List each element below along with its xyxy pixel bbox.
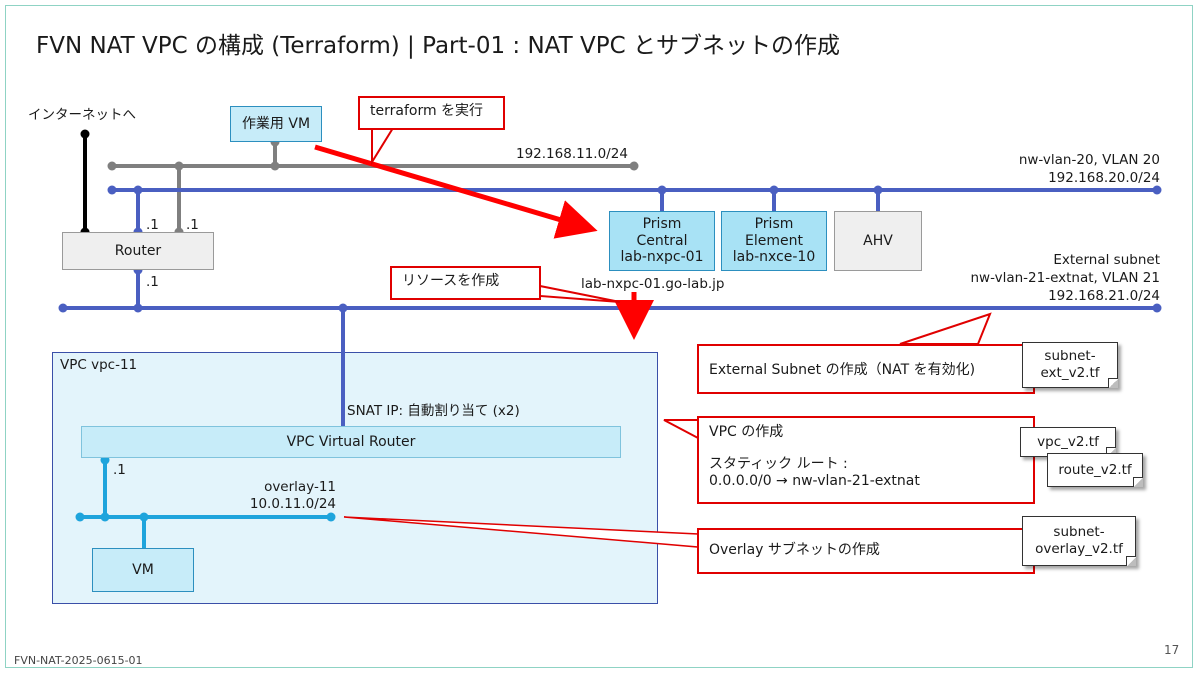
router-if-label: .1 [186,217,199,233]
footer-id: FVN-NAT-2025-0615-01 [14,654,143,667]
file-subnet-ext-line1: subnet- [1044,348,1096,365]
vpc-name-label: VPC vpc-11 [60,357,138,373]
prism-element-box[interactable]: Prism Element lab-nxce-10 [721,211,827,271]
prism-element-line1: Prism [754,215,794,232]
vlan20-node [107,185,117,195]
mgmt-cidr-label: 192.168.11.0/24 [516,146,628,162]
ahv-label: AHV [863,232,893,249]
vpc-callout-title: VPC の作成 [709,424,784,440]
vm-box[interactable]: VM [92,548,194,592]
prism-element-line2: Element [745,232,803,249]
resource-callout-text: リソースを作成 [402,273,500,289]
internet-label: インターネットへ [28,107,136,123]
work-vm-label: 作業用 VM [241,115,311,132]
overlay-callout-text: Overlay サブネットの作成 [709,542,880,558]
vpc-virtual-router-label: VPC Virtual Router [286,433,416,450]
static-route-label: スタティック ルート : [709,455,848,472]
ext-callout-pointer [899,312,992,345]
prism-central-line1: Prism [642,215,682,232]
file-subnet-overlay[interactable]: subnet- overlay_v2.tf [1022,516,1136,566]
router-if-label: .1 [146,274,159,290]
overlay-cidr-label: 10.0.11.0/24 [249,496,336,512]
overlay-node [100,512,110,522]
file-vpc[interactable]: vpc_v2.tf [1020,427,1116,457]
file-route-label: route_v2.tf [1058,461,1132,478]
vrouter-if-label: .1 [113,462,126,478]
terraform-callout-pointer [371,127,395,166]
vlan21-node [1152,303,1162,313]
overlay-node [326,512,336,522]
ahv-box[interactable]: AHV [834,211,922,271]
vlan20-node [1152,185,1162,195]
router-if-label: .1 [146,217,159,233]
terraform-callout-text: terraform を実行 [370,103,484,119]
prism-central-line2: Central [636,232,688,249]
router-box[interactable]: Router [62,232,214,270]
mgmt-node [107,161,117,171]
overlay-callout: Overlay サブネットの作成 [697,528,1035,574]
vlan20-name-label: nw-vlan-20, VLAN 20 [1018,152,1160,168]
file-vpc-label: vpc_v2.tf [1037,433,1099,450]
vm-label: VM [132,561,154,578]
terraform-callout: terraform を実行 [358,96,505,130]
overlay-node [75,512,85,522]
page-title: FVN NAT VPC の構成 (Terraform) | Part-01 : … [36,33,840,59]
file-route[interactable]: route_v2.tf [1047,453,1143,487]
overlay-name-label: overlay-11 [264,479,336,495]
pc-fqdn-label: lab-nxpc-01.go-lab.jp [581,276,725,292]
static-route-value: 0.0.0.0/0 → nw-vlan-21-extnat [709,473,920,489]
terraform-arrow [314,144,598,239]
work-vm-box[interactable]: 作業用 VM [230,106,322,142]
prism-element-line3: lab-nxce-10 [732,249,816,266]
internet-uplink-node [80,129,90,139]
ext-subnet-title: External subnet [1053,252,1160,268]
file-subnet-overlay-line1: subnet- [1053,524,1105,541]
vpc-callout-pointer [663,419,699,440]
ext-subnet-callout: External Subnet の作成（NAT を有効化) [697,344,1035,394]
vpc-virtual-router-box[interactable]: VPC Virtual Router [81,426,621,458]
prism-central-line3: lab-nxpc-01 [620,249,704,266]
snat-label: SNAT IP: 自動割り当て (x2) [347,403,520,419]
page-number: 17 [1164,643,1180,657]
file-subnet-ext-line2: ext_v2.tf [1040,365,1100,381]
ext-subnet-name: nw-vlan-21-extnat, VLAN 21 [970,270,1160,286]
overlay-callout-pointer [343,516,699,548]
resource-callout: リソースを作成 [390,266,541,300]
vpc-callout: VPC の作成 スタティック ルート : 0.0.0.0/0 → nw-vlan… [697,416,1035,504]
mgmt-node [629,161,639,171]
ext-subnet-callout-text: External Subnet の作成（NAT を有効化) [709,362,976,378]
ext-subnet-cidr: 192.168.21.0/24 [1048,288,1160,304]
router-label: Router [114,242,162,259]
slide-frame [5,5,1193,668]
prism-central-box[interactable]: Prism Central lab-nxpc-01 [609,211,715,271]
vlan20-cidr-label: 192.168.20.0/24 [1048,170,1160,186]
vlan21-node [58,303,68,313]
file-subnet-ext[interactable]: subnet- ext_v2.tf [1022,342,1118,388]
file-subnet-overlay-line2: overlay_v2.tf [1035,541,1123,557]
